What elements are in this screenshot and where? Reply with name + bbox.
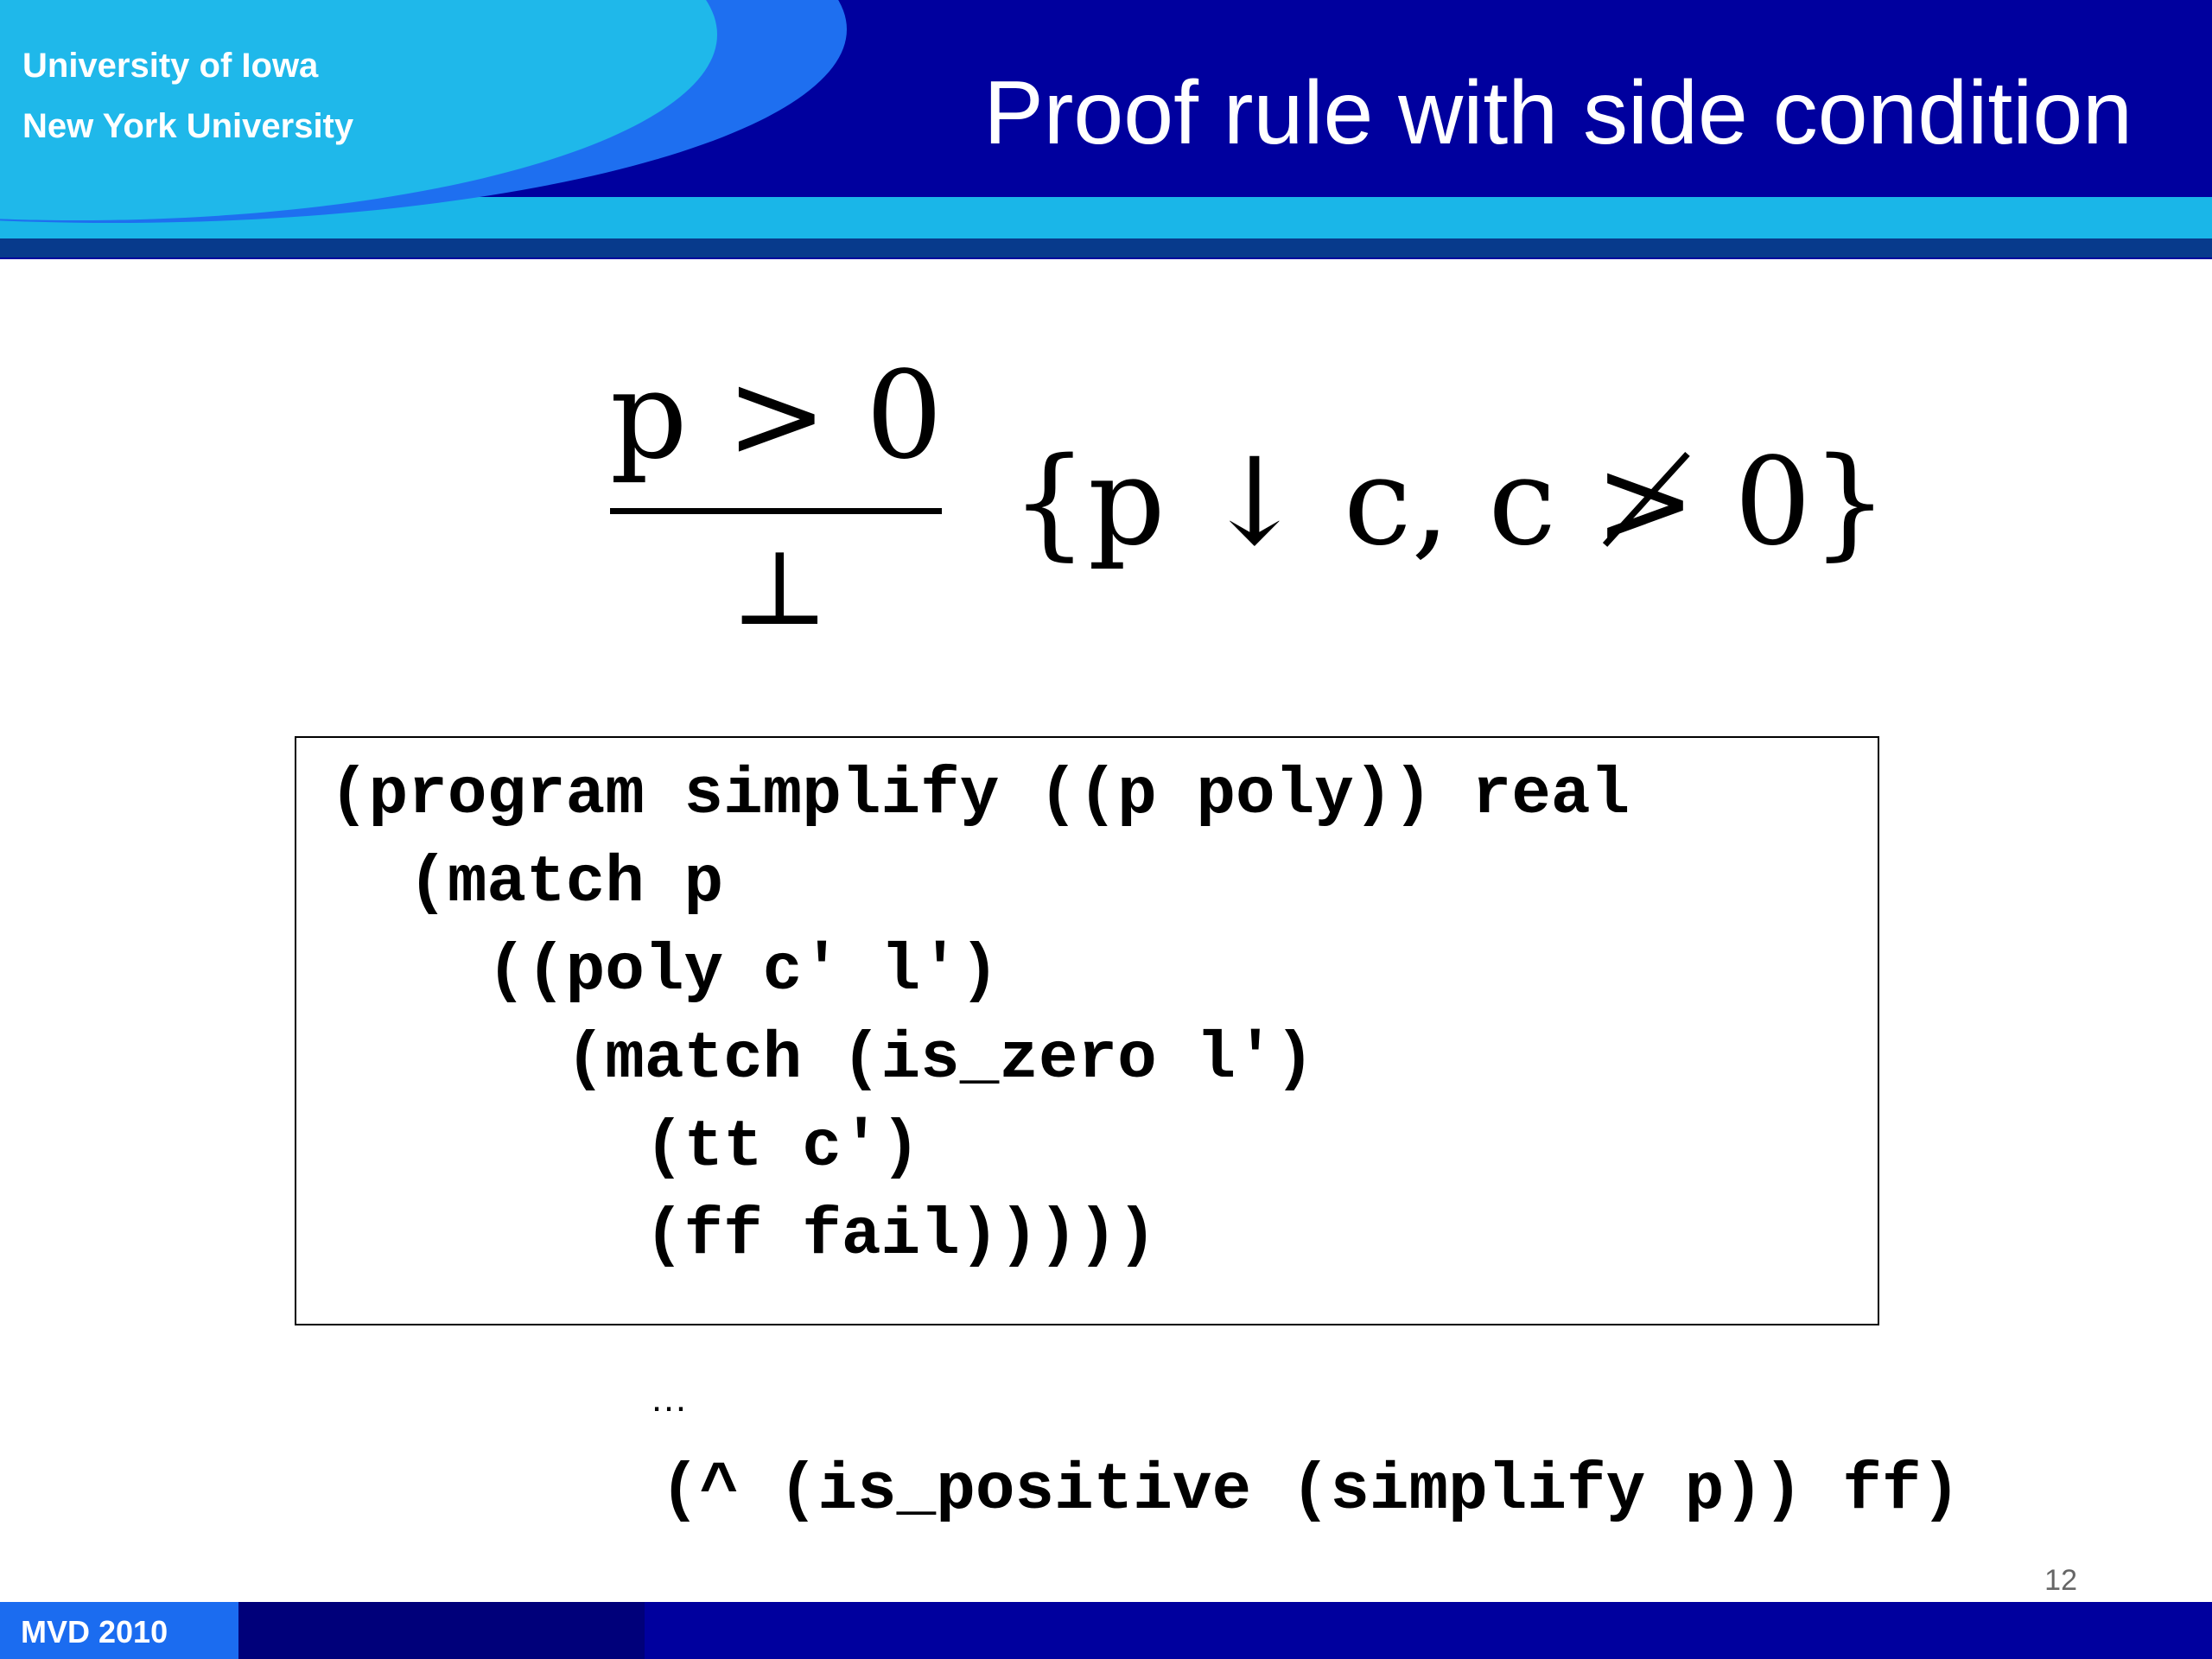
side-condition-code: (^ (is_positive (simplify p)) ff): [660, 1453, 1961, 1528]
ellipsis: …: [650, 1377, 688, 1420]
rule-side-condition: {p ↓ c, c ≯ 0}: [1011, 432, 1889, 573]
code-line: (match (is_zero l'): [329, 1022, 1315, 1096]
rule-conclusion: ⊥: [731, 529, 829, 649]
code-line: (ff fail))))): [329, 1198, 1157, 1273]
code-box: (program simplify ((p poly)) real (match…: [295, 736, 1879, 1325]
affiliation-university-of-iowa: University of Iowa: [22, 47, 319, 85]
footer-label: MVD 2010: [21, 1614, 168, 1649]
page-number: 12: [2044, 1564, 2077, 1597]
affiliation-new-york-university: New York University: [22, 107, 354, 145]
proof-rule-formula: p > 0 ⊥ {p ↓ c, c ≯ 0}: [0, 0, 2212, 691]
rule-premise: p > 0: [610, 346, 943, 486]
header-bottom-band: [0, 238, 2212, 257]
slide-footer: MVD 2010: [0, 1602, 2212, 1659]
code-line: (program simplify ((p poly)) real: [329, 758, 1630, 832]
slide-title: Proof rule with side condition: [983, 63, 2133, 163]
code-line: (match p: [329, 846, 724, 920]
code-line: (tt c'): [329, 1110, 921, 1185]
footer-label-block: MVD 2010: [0, 1602, 238, 1659]
inference-bar: [610, 508, 942, 514]
code-line: ((poly c' l'): [329, 934, 1000, 1008]
footer-dark-segment: [238, 1602, 645, 1659]
slide-header: University of Iowa New York University P…: [0, 0, 2212, 259]
